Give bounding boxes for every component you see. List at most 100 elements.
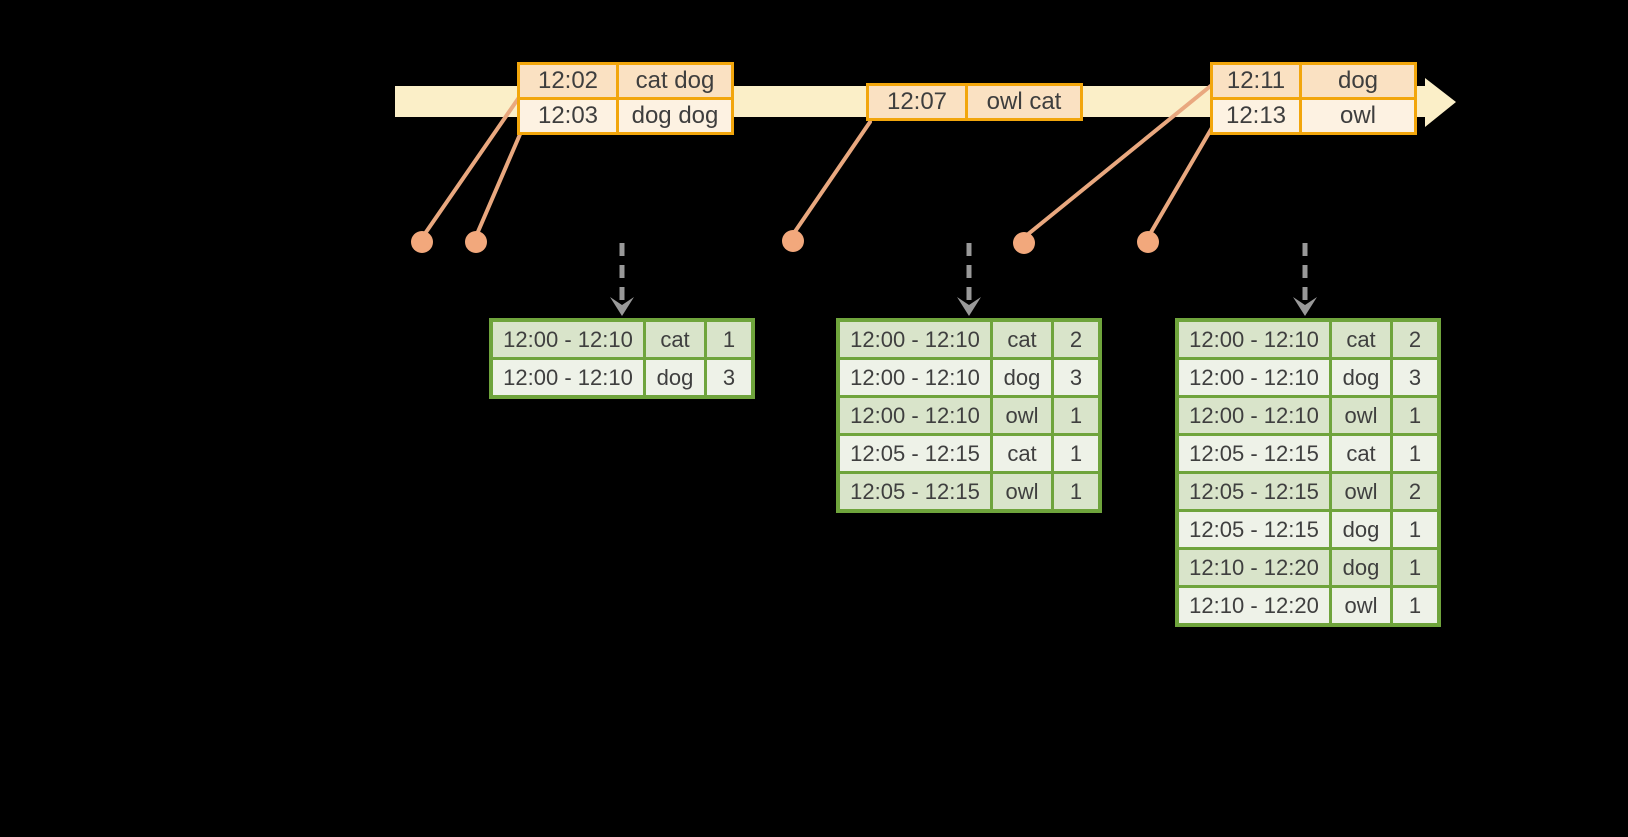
table-cell: owl <box>1329 395 1393 436</box>
event-dot <box>411 231 433 253</box>
table-cell: dog <box>643 357 707 399</box>
table-cell: cat <box>1329 433 1393 474</box>
event-connector-line <box>1025 82 1215 237</box>
table-cell: 12:00 - 12:10 <box>1175 318 1332 360</box>
table-cell: cat <box>990 318 1054 360</box>
table-cell: 12:05 - 12:15 <box>836 433 993 474</box>
table-cell: 2 <box>1390 471 1441 512</box>
table-cell: 12:00 - 12:10 <box>836 318 993 360</box>
table-cell: 12:00 - 12:10 <box>1175 395 1332 436</box>
table-cell: 12:00 - 12:10 <box>1175 357 1332 398</box>
table-cell: 12:05 - 12:15 <box>836 471 993 513</box>
table-cell: 1 <box>1051 433 1102 474</box>
trigger-arrowhead-icon <box>957 297 981 316</box>
table-cell: dog <box>1329 547 1393 588</box>
event-dot <box>1137 231 1159 253</box>
table-cell: dog <box>1329 509 1393 550</box>
table-cell: 1 <box>1390 433 1441 474</box>
table-cell: 12:10 - 12:20 <box>1175 547 1332 588</box>
table-cell: 12:05 - 12:15 <box>1175 509 1332 550</box>
table-cell: owl cat <box>965 83 1083 121</box>
event-connector-line <box>422 94 522 237</box>
table-cell: owl <box>1329 471 1393 512</box>
table-cell: 1 <box>1390 585 1441 627</box>
table-cell: cat <box>1329 318 1393 360</box>
event-dot <box>465 231 487 253</box>
table-cell: 1 <box>704 318 755 360</box>
timeline-arrowhead-icon <box>1425 78 1456 127</box>
table-cell: 12:02 <box>517 62 619 100</box>
table-cell: owl <box>990 471 1054 513</box>
event-connector-line <box>792 120 872 235</box>
table-cell: 12:11 <box>1210 62 1302 100</box>
table-cell: 12:07 <box>866 83 968 121</box>
table-cell: 12:00 - 12:10 <box>489 318 646 360</box>
table-cell: owl <box>990 395 1054 436</box>
table-cell: owl <box>1329 585 1393 627</box>
table-cell: 1 <box>1390 395 1441 436</box>
table-cell: 1 <box>1390 547 1441 588</box>
table-cell: 1 <box>1390 509 1441 550</box>
table-cell: 1 <box>1051 395 1102 436</box>
table-cell: 12:03 <box>517 97 619 135</box>
table-cell: 12:00 - 12:10 <box>836 357 993 398</box>
table-cell: 3 <box>1051 357 1102 398</box>
table-cell: 12:13 <box>1210 97 1302 135</box>
table-cell: dog <box>1299 62 1417 100</box>
event-connector-line <box>1148 124 1215 236</box>
trigger-arrowhead-icon <box>1293 297 1317 316</box>
table-cell: 12:05 - 12:15 <box>1175 433 1332 474</box>
table-cell: dog <box>990 357 1054 398</box>
event-dot <box>1013 232 1035 254</box>
table-cell: 12:05 - 12:15 <box>1175 471 1332 512</box>
table-cell: 2 <box>1390 318 1441 360</box>
table-cell: cat dog <box>616 62 734 100</box>
table-cell: 12:10 - 12:20 <box>1175 585 1332 627</box>
table-cell: owl <box>1299 97 1417 135</box>
event-connector-line <box>475 130 523 236</box>
table-cell: 3 <box>704 357 755 399</box>
table-cell: 2 <box>1051 318 1102 360</box>
table-cell: 12:00 - 12:10 <box>836 395 993 436</box>
table-cell: 3 <box>1390 357 1441 398</box>
table-cell: 12:00 - 12:10 <box>489 357 646 399</box>
table-cell: cat <box>990 433 1054 474</box>
table-cell: 1 <box>1051 471 1102 513</box>
trigger-arrowhead-icon <box>610 297 634 316</box>
table-cell: cat <box>643 318 707 360</box>
table-cell: dog <box>1329 357 1393 398</box>
